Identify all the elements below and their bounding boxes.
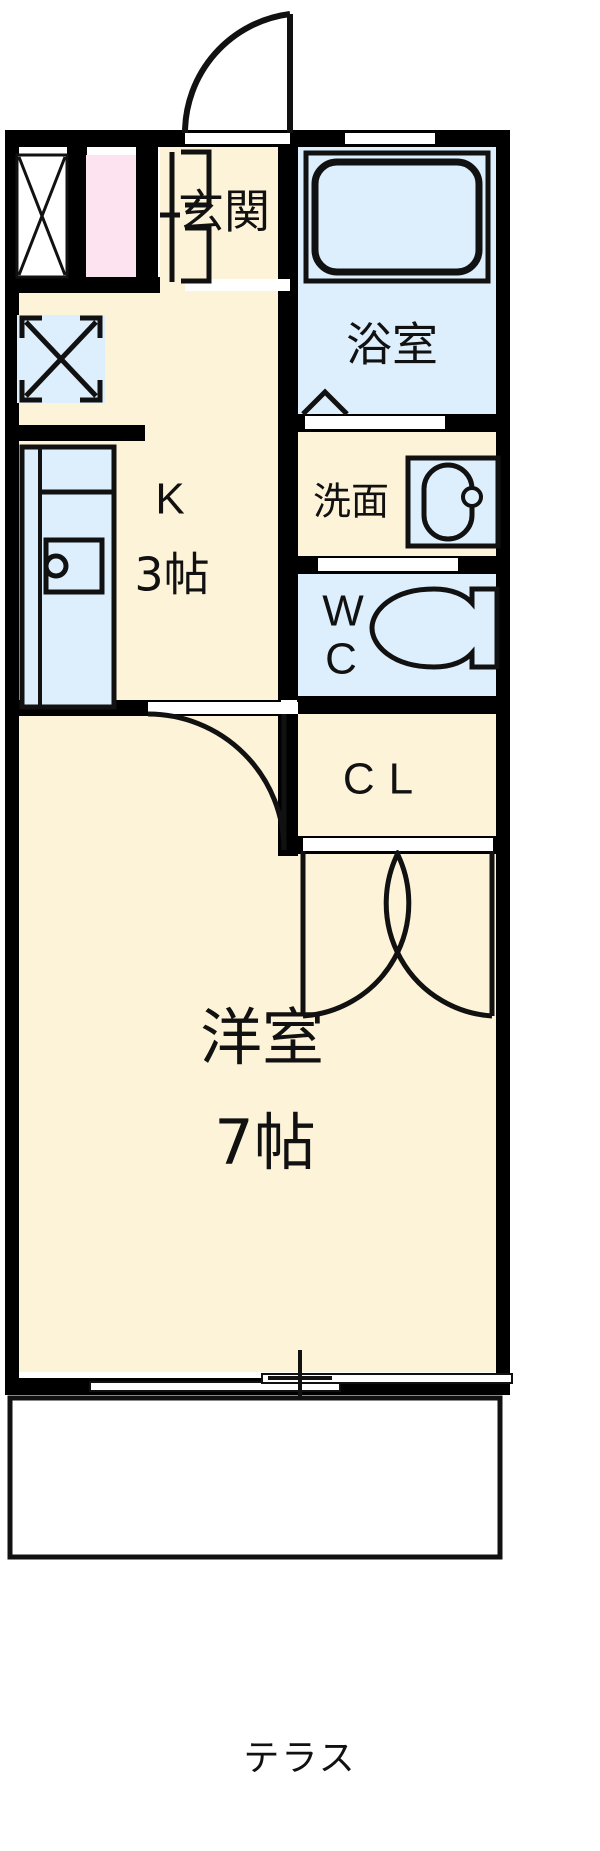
closet-door-left-arc bbox=[302, 849, 412, 1019]
shoe-box bbox=[86, 155, 136, 277]
closet-door-opening bbox=[303, 838, 493, 851]
kitchen-sink-drain bbox=[43, 553, 69, 579]
genkan-step-upper bbox=[181, 149, 212, 208]
shoe-box-body bbox=[86, 155, 136, 277]
label-genkan: 玄関 bbox=[178, 185, 270, 239]
label-main-room: 洋室 bbox=[200, 1001, 324, 1074]
wall-vert-center-lower bbox=[278, 425, 298, 715]
label-closet: CL bbox=[343, 755, 427, 804]
bathtub-inner bbox=[311, 158, 483, 276]
entrance-door-arc bbox=[182, 11, 291, 134]
wall-right-outer bbox=[496, 130, 510, 1395]
meter-box bbox=[15, 153, 69, 279]
bathtub bbox=[303, 150, 491, 284]
terrace bbox=[7, 1395, 503, 1560]
wall-kitchen-counter-back bbox=[5, 425, 145, 441]
room-door-arc bbox=[147, 711, 287, 851]
label-kitchen: K bbox=[155, 475, 184, 524]
entrance-door bbox=[182, 11, 293, 134]
wall-genkan-div-2 bbox=[136, 140, 158, 290]
wall-genkan-div-1 bbox=[67, 140, 87, 290]
bathroom-door-opening bbox=[305, 416, 445, 429]
room-door-opening bbox=[148, 702, 298, 714]
toilet-bowl bbox=[369, 586, 500, 670]
wall-genkan-bottom-left bbox=[5, 277, 160, 293]
main-room-floor bbox=[17, 712, 498, 1372]
closet-doors bbox=[300, 849, 495, 1019]
wall-toilet-closet bbox=[290, 696, 510, 714]
ac-corner-tr bbox=[80, 315, 103, 338]
meter-box-x-2 bbox=[17, 156, 67, 276]
terrace-window-sash-left bbox=[89, 1381, 341, 1392]
label-kitchen-size: 3帖 bbox=[134, 548, 209, 602]
sink-vanity bbox=[405, 455, 501, 549]
toilet-door-opening bbox=[318, 558, 458, 571]
genkan-step-lower bbox=[181, 225, 212, 284]
ac-corner-bl bbox=[19, 380, 42, 403]
label-toilet-w: W bbox=[322, 587, 364, 636]
air-conditioner-icon bbox=[17, 315, 105, 403]
bathroom-window-opening bbox=[345, 133, 435, 144]
label-bathroom: 浴室 bbox=[346, 318, 438, 372]
terrace-window-sash-right bbox=[261, 1373, 513, 1384]
room-door bbox=[147, 711, 287, 851]
label-terrace: テラス bbox=[243, 1738, 356, 1779]
label-toilet-c: C bbox=[325, 635, 357, 684]
genkan-floor bbox=[160, 140, 290, 290]
toilet-bowl-shape bbox=[369, 586, 500, 670]
ac-corner-br bbox=[80, 380, 103, 403]
washroom-jamb-gap bbox=[281, 700, 297, 710]
kitchen-counter bbox=[19, 444, 117, 710]
ac-diag-2 bbox=[24, 320, 98, 398]
wall-left-outer bbox=[5, 130, 19, 1395]
bathroom-door-chevron bbox=[301, 388, 349, 416]
vanity-faucet bbox=[461, 486, 483, 508]
genkan-step bbox=[160, 149, 212, 284]
label-main-room-size: 7帖 bbox=[214, 1106, 315, 1179]
label-washroom: 洗面 bbox=[313, 480, 389, 524]
openings bbox=[148, 133, 493, 851]
ac-corner-tl bbox=[19, 315, 42, 338]
terrace-window bbox=[89, 1350, 513, 1404]
closet-door-right-arc bbox=[383, 849, 493, 1019]
terrace-outline bbox=[7, 1395, 503, 1560]
entrance-door-opening bbox=[185, 133, 290, 144]
bathroom-door bbox=[301, 388, 349, 416]
